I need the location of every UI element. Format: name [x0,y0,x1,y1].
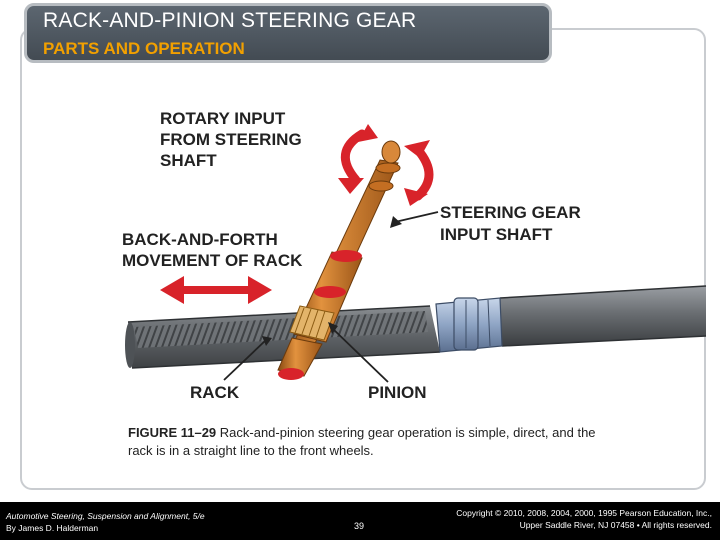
leader-arrow-icon [262,336,272,346]
rack-housing-tube [499,285,707,347]
label-rotary-input-1: ROTARY INPUT [160,109,286,128]
figure-caption-text: Rack-and-pinion steering gear operation … [128,425,596,458]
footer-book-info: Automotive Steering, Suspension and Alig… [6,510,205,534]
figure-caption-id: FIGURE 11–29 [128,425,217,440]
footer-copyright-line-2: Upper Saddle River, NJ 07458 • All right… [519,520,712,530]
rack-bar [125,305,441,369]
arrow-head-icon [404,140,430,158]
arrow-head-icon [404,188,428,206]
label-rotary-input-2: FROM STEERING [160,130,302,149]
rack-fitting [435,297,503,353]
label-rotary-input-3: SHAFT [160,151,217,170]
leader-arrow-icon [390,216,402,228]
label-movement-2: MOVEMENT OF RACK [122,251,303,270]
label-pinion: PINION [368,383,427,402]
arrow-head-icon [358,124,378,142]
footer-bar: Automotive Steering, Suspension and Alig… [0,502,720,540]
pinion-lower-shaft [277,337,323,380]
footer-copyright: Copyright © 2010, 2008, 2004, 2000, 1995… [456,507,712,531]
title-box: RACK-AND-PINION STEERING GEAR PARTS AND … [24,3,552,63]
footer-author: By James D. Halderman [6,523,99,533]
footer-book-title: Automotive Steering, Suspension and Alig… [6,511,205,521]
figure-caption: FIGURE 11–29 Rack-and-pinion steering ge… [128,424,598,460]
pinion-gear [289,305,335,341]
slide-subtitle: PARTS AND OPERATION [43,39,245,58]
slide-title: RACK-AND-PINION STEERING GEAR [43,9,417,32]
footer-copyright-line-1: Copyright © 2010, 2008, 2004, 2000, 1995… [456,508,712,518]
label-rack: RACK [190,383,240,402]
label-movement-1: BACK-AND-FORTH [122,230,278,249]
movement-double-arrow-icon [160,276,272,304]
footer-page-number: 39 [354,521,365,531]
leader-arrow-icon [328,322,338,334]
label-input-shaft-1: STEERING GEAR [440,203,581,222]
label-input-shaft-2: INPUT SHAFT [440,225,553,244]
arrow-head-icon [338,178,364,194]
leader-lines [223,211,439,383]
